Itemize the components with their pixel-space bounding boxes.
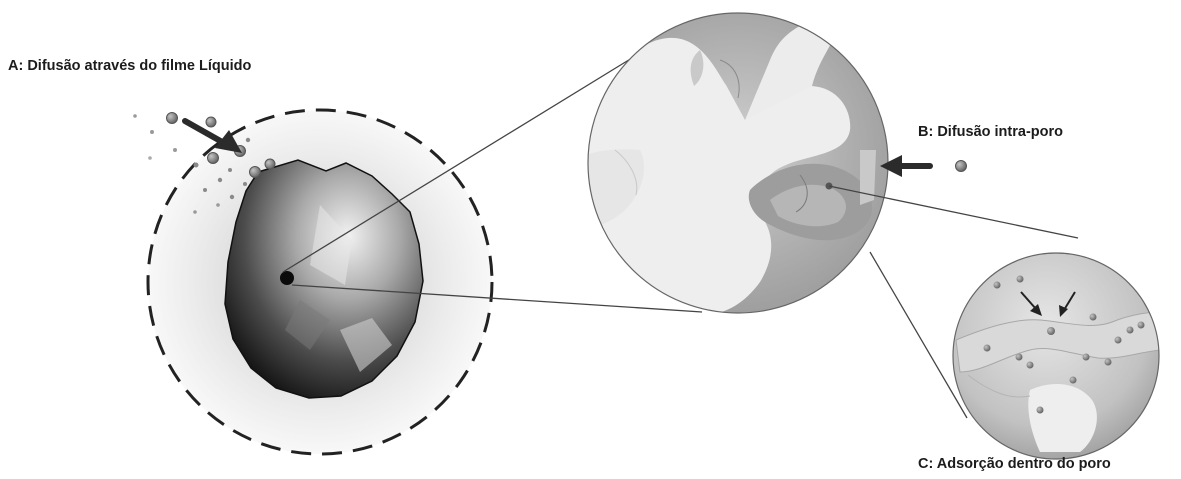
adsorbate-particle-icon xyxy=(1127,327,1134,334)
pore-zoom-b xyxy=(585,13,888,315)
zoom-origin-pore xyxy=(280,271,294,285)
adsorbate-particle-icon xyxy=(203,188,207,192)
adsorbate-particle-icon xyxy=(1016,354,1023,361)
adsorbate-particle-icon xyxy=(1037,407,1044,414)
adsorbate-particle-icon xyxy=(243,182,247,186)
label-pore-adsorption: C: Adsorção dentro do poro xyxy=(918,456,1111,472)
adsorbate-particle-icon xyxy=(246,138,250,142)
adsorbate-particle-icon xyxy=(167,113,178,124)
adsorbate-particle-icon xyxy=(984,345,991,352)
adsorbate-particle-icon xyxy=(1083,354,1090,361)
adsorbate-particle-icon xyxy=(193,210,197,214)
adsorbate-particle-icon xyxy=(1047,327,1055,335)
adsorbate-particle-icon xyxy=(194,163,199,168)
adsorbate-particle-icon xyxy=(216,203,220,207)
adsorbate-particle-icon xyxy=(1090,314,1097,321)
adsorbate-particle-icon xyxy=(150,130,154,134)
adsorbate-particle-icon xyxy=(1027,362,1034,369)
label-film-diffusion: A: Difusão através do filme Líquido xyxy=(8,58,251,74)
adsorbate-particle-icon xyxy=(994,282,1001,289)
adsorbate-particle-icon xyxy=(173,148,177,152)
pore-zoom-c xyxy=(953,253,1160,459)
adsorbate-particle-icon xyxy=(956,161,967,172)
adsorbate-particle-icon xyxy=(1017,276,1024,283)
adsorbate-particle-icon xyxy=(206,117,216,127)
adsorbate-particle-icon xyxy=(148,156,152,160)
adsorbate-particle-icon xyxy=(1070,377,1077,384)
adsorbate-particle-icon xyxy=(265,159,275,169)
adsorbate-particle-icon xyxy=(230,195,234,199)
adsorbate-particle-icon xyxy=(218,178,222,182)
adsorbate-particle-icon xyxy=(228,168,232,172)
adsorbate-particle-icon xyxy=(208,153,219,164)
adsorbate-particle-icon xyxy=(133,114,137,118)
adsorbate-particle-icon xyxy=(1115,337,1122,344)
adsorbate-particle-icon xyxy=(1138,322,1145,329)
adsorbate-particle-icon xyxy=(1105,359,1112,366)
adsorbate-particle-icon xyxy=(250,167,261,178)
label-intraparticle-diffusion: B: Difusão intra-poro xyxy=(918,124,1063,140)
